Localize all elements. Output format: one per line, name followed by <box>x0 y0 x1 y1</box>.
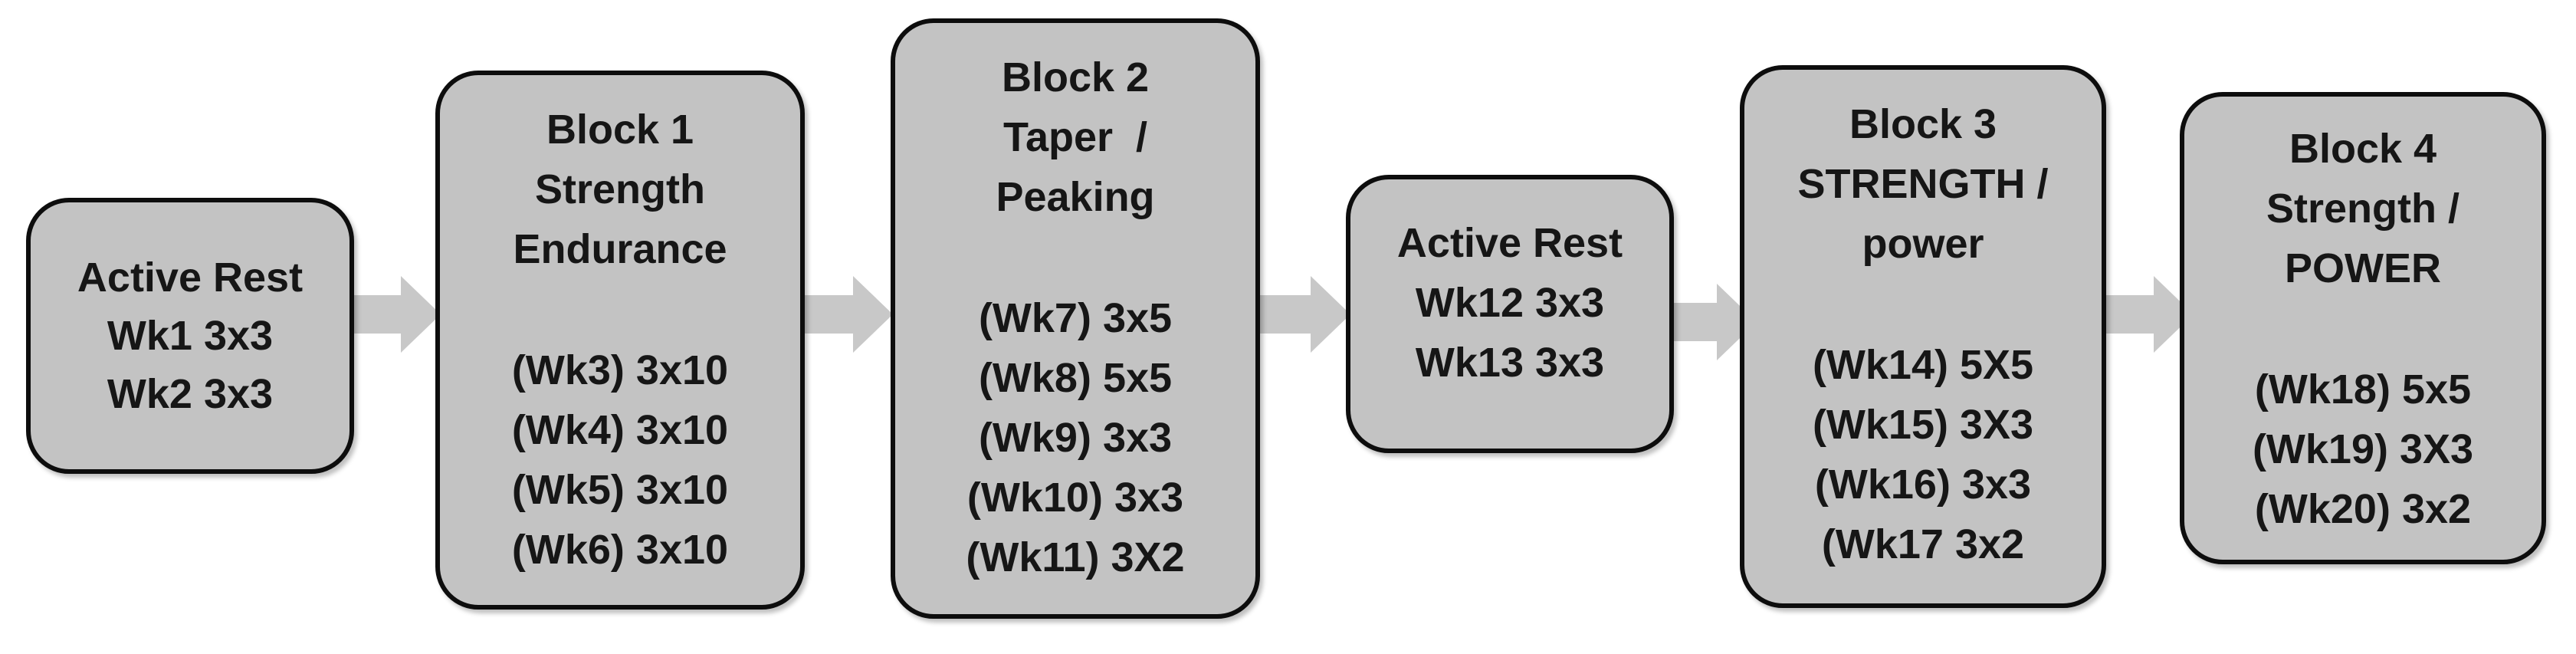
week-scheme: Wk12 3x3 <box>1415 280 1605 326</box>
phase-title: Block 4 <box>2289 126 2437 172</box>
block-4-box: Block 4 Strength / POWER (Wk18) 5x5 (Wk1… <box>2180 92 2546 564</box>
phase-title: Block 3 <box>1849 101 1997 147</box>
week-scheme: (Wk4) 3x10 <box>511 407 729 453</box>
active-rest-box: Active Rest Wk1 3x3 Wk2 3x3 <box>26 198 354 474</box>
week-scheme: Wk1 3x3 <box>107 313 274 359</box>
phase-title: Active Rest <box>1396 220 1623 266</box>
week-scheme: (Wk6) 3x10 <box>511 527 729 573</box>
week-scheme: (Wk3) 3x10 <box>511 347 729 393</box>
week-scheme: (Wk20) 3x2 <box>2254 486 2472 532</box>
block-1-box: Block 1 Strength Endurance (Wk3) 3x10 (W… <box>435 71 805 610</box>
right-arrow-icon <box>1258 276 1350 353</box>
week-scheme: (Wk18) 5x5 <box>2254 366 2472 412</box>
phase-focus: Strength / <box>2266 186 2460 232</box>
phase-focus: Strength <box>535 166 705 212</box>
phase-focus: Taper / <box>1003 114 1148 160</box>
active-rest-box: Active Rest Wk12 3x3 Wk13 3x3 <box>1346 175 1674 453</box>
week-scheme: (Wk17 3x2 <box>1821 521 2025 567</box>
block-3-box: Block 3 STRENGTH / power (Wk14) 5X5 (Wk1… <box>1740 65 2106 608</box>
phase-focus: STRENGTH / <box>1797 161 2049 207</box>
week-scheme: (Wk16) 3x3 <box>1814 462 2032 508</box>
week-scheme: (Wk8) 5x5 <box>978 355 1173 401</box>
phase-title: Active Rest <box>77 255 304 301</box>
phase-title: Block 1 <box>546 107 694 153</box>
week-scheme: Wk13 3x3 <box>1415 340 1605 386</box>
phase-focus: POWER <box>2284 245 2441 291</box>
phase-title: Block 2 <box>1001 54 1150 100</box>
phase-focus: power <box>1862 221 1984 267</box>
right-arrow-icon <box>1665 284 1757 360</box>
week-scheme: (Wk15) 3X3 <box>1812 402 2034 448</box>
week-scheme: (Wk7) 3x5 <box>978 295 1173 341</box>
week-scheme: (Wk10) 3x3 <box>966 475 1184 521</box>
block-2-box: Block 2 Taper / Peaking (Wk7) 3x5 (Wk8) … <box>891 18 1260 619</box>
phase-focus: Peaking <box>996 174 1155 220</box>
week-scheme: (Wk9) 3x3 <box>978 415 1173 461</box>
week-scheme: (Wk14) 5X5 <box>1812 342 2034 388</box>
right-arrow-icon <box>801 276 893 353</box>
week-scheme: (Wk11) 3X2 <box>966 534 1185 580</box>
right-arrow-icon <box>2102 276 2194 353</box>
week-scheme: (Wk19) 3X3 <box>2252 426 2474 472</box>
right-arrow-icon <box>349 276 441 353</box>
phase-focus: Endurance <box>513 226 727 272</box>
week-scheme: (Wk5) 3x10 <box>511 467 729 513</box>
week-scheme: Wk2 3x3 <box>107 371 274 417</box>
